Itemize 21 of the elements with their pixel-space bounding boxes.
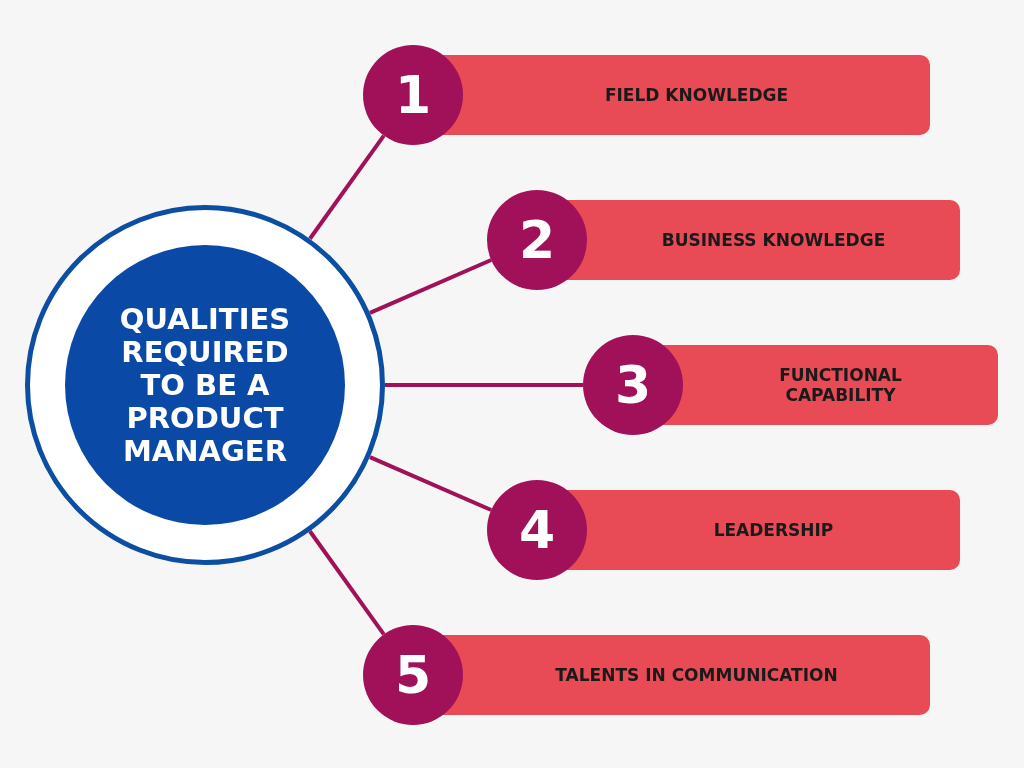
step-number: 3 bbox=[614, 355, 652, 415]
step-number: 5 bbox=[394, 645, 432, 705]
connector-line bbox=[308, 134, 386, 240]
connector-line bbox=[385, 383, 583, 387]
step-number: 4 bbox=[518, 500, 556, 560]
quality-text: BUSINESS KNOWLEDGE bbox=[661, 230, 886, 250]
label-bar bbox=[463, 55, 930, 135]
quality-text: TALENTS IN COMMUNICATION bbox=[555, 665, 838, 685]
label-bar bbox=[683, 345, 998, 425]
step-number: 1 bbox=[394, 65, 432, 125]
connector-line bbox=[369, 258, 492, 315]
label-bar bbox=[587, 490, 960, 570]
quality-text: LEADERSHIP bbox=[713, 520, 834, 540]
step-number: 2 bbox=[518, 210, 556, 270]
title-text: QUALITIES REQUIRED TO BE A PRODUCT MANAGER bbox=[118, 302, 292, 468]
quality-text: FUNCTIONAL CAPABILITY bbox=[778, 365, 903, 405]
connector-line bbox=[308, 530, 386, 636]
connector-line bbox=[369, 455, 492, 512]
label-bar bbox=[463, 635, 930, 715]
quality-text: FIELD KNOWLEDGE bbox=[604, 85, 789, 105]
label-bar bbox=[587, 200, 960, 280]
